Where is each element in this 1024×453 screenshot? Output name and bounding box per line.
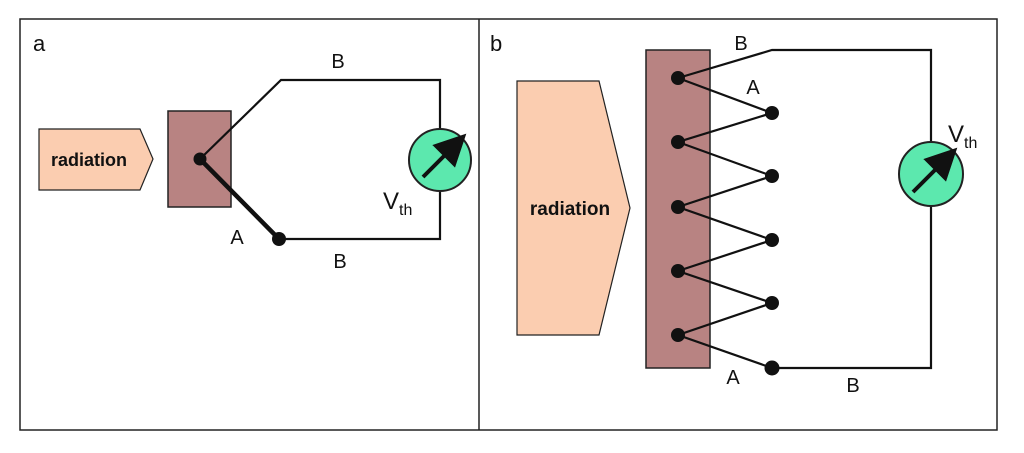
panel-a-wire-b-bottom	[279, 184, 442, 241]
panel-b-wire-b-bottom	[772, 199, 933, 370]
hot-junction	[671, 328, 685, 342]
radiation-arrow-icon	[38, 128, 154, 191]
panel-b-label-b-top: B	[734, 33, 747, 55]
panel-a-hot-junction	[193, 152, 207, 166]
panel-a-meter-label: Vth	[383, 188, 412, 219]
voltmeter-needle	[421, 133, 467, 179]
voltmeter-needle	[911, 147, 958, 194]
cold-junction	[764, 360, 780, 376]
panel-a-cold-junction	[272, 232, 286, 246]
panel-b-radiation-label: radiation	[530, 199, 610, 220]
panel-b-wire-b-top	[677, 48, 933, 148]
panel-b-label: b	[490, 31, 502, 56]
panel-b-hot-junctions	[671, 71, 685, 342]
panel-a-voltmeter	[408, 128, 472, 192]
panel-a-radiation-label: radiation	[51, 150, 127, 170]
panel-a-label: a	[33, 31, 46, 56]
cold-junction	[765, 169, 779, 183]
panel-a: a radiation B B A Vth	[33, 31, 472, 273]
hot-junction	[671, 264, 685, 278]
panel-a-label-b-top: B	[331, 51, 344, 73]
panel-a-radiation-arrow: radiation	[38, 128, 154, 191]
cold-junction	[765, 296, 779, 310]
panel-b-thermopile-wire	[674, 76, 776, 370]
cold-junction	[765, 106, 779, 120]
radiation-arrow-icon	[516, 80, 631, 336]
hot-junction	[671, 135, 685, 149]
panel-b-voltmeter	[898, 141, 964, 207]
panel-a-label-a: A	[230, 227, 244, 249]
hot-junction	[671, 200, 685, 214]
figure-frame	[19, 18, 998, 431]
cold-junction	[765, 233, 779, 247]
hot-junction	[671, 71, 685, 85]
panel-b-label-a-top: A	[746, 77, 760, 99]
panel-b: b radiation	[490, 31, 977, 397]
panel-a-label-b-bottom: B	[333, 251, 346, 273]
panel-b-label-b-bottom: B	[846, 375, 859, 397]
panel-b-label-a-bottom: A	[726, 367, 740, 389]
panel-a-wire-a	[197, 156, 282, 242]
panel-a-wire-b-top	[199, 78, 442, 160]
panel-b-meter-label: Vth	[948, 121, 977, 152]
panel-b-cold-junctions	[764, 106, 780, 376]
panel-b-radiation-arrow: radiation	[516, 80, 631, 336]
